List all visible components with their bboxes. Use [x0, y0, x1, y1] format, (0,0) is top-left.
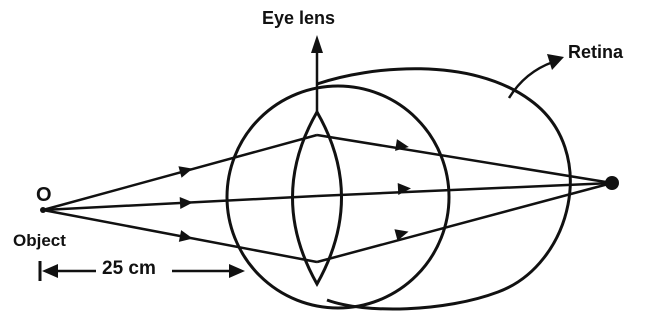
- object-label: Object: [13, 232, 66, 249]
- image-point-on-retina: [605, 176, 619, 190]
- distance-left-arrowhead: [42, 264, 58, 278]
- eyeball-back-outline: [317, 69, 570, 309]
- eye-lens-pointer-arrowhead: [311, 35, 323, 53]
- object-point-label: O: [36, 185, 52, 205]
- ray-middle-incident-arrow: [180, 196, 194, 209]
- eye-lens-label: Eye lens: [262, 9, 335, 27]
- retina-label: Retina: [568, 43, 623, 61]
- distance-right-arrowhead: [229, 264, 245, 278]
- retina-pointer-arrowhead: [547, 54, 564, 70]
- object-point: [40, 207, 46, 213]
- distance-label: 25 cm: [102, 259, 156, 278]
- retina-pointer: [509, 62, 553, 98]
